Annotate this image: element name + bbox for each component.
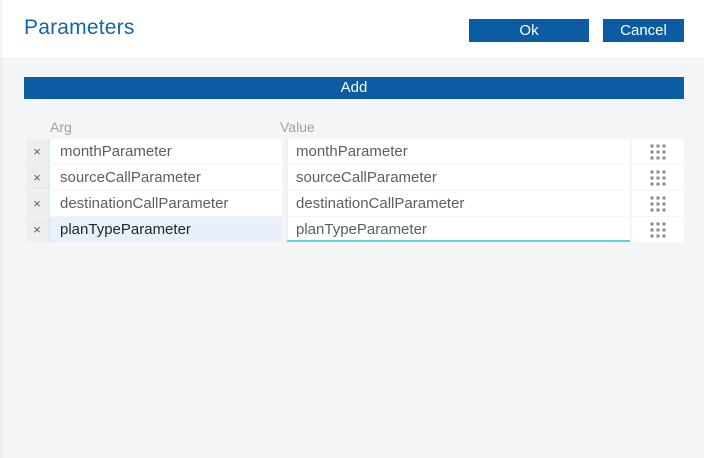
arg-input[interactable]: monthParameter [48,139,282,164]
delete-row-icon[interactable]: × [26,165,48,190]
dialog-titlebar: Parameters Ok Cancel [0,0,704,57]
value-input[interactable]: destinationCallParameter [286,191,630,216]
drag-dots [650,170,666,185]
value-input[interactable]: monthParameter [286,139,630,164]
arg-input[interactable]: planTypeParameter [48,217,282,242]
add-parameter-button[interactable]: Add [24,77,684,99]
page-title: Parameters [24,16,135,39]
drag-dots [650,144,666,159]
drag-dots [650,196,666,211]
drag-handle-icon[interactable] [632,191,684,216]
drag-handle-icon[interactable] [632,217,684,242]
delete-row-icon[interactable]: × [26,217,48,242]
drag-dots [650,222,666,237]
ok-button[interactable]: Ok [469,19,589,42]
delete-row-icon[interactable]: × [26,139,48,164]
cancel-button[interactable]: Cancel [603,19,684,42]
value-input[interactable]: planTypeParameter [286,217,630,242]
drag-handle-icon[interactable] [632,139,684,164]
table-header-row: Arg Value [24,116,684,139]
column-header-value: Value [280,119,315,135]
column-header-arg: Arg [50,119,72,135]
arg-input[interactable]: sourceCallParameter [48,165,282,190]
drag-handle-icon[interactable] [632,165,684,190]
arg-input[interactable]: destinationCallParameter [48,191,282,216]
delete-row-icon[interactable]: × [26,191,48,216]
value-input[interactable]: sourceCallParameter [286,165,630,190]
